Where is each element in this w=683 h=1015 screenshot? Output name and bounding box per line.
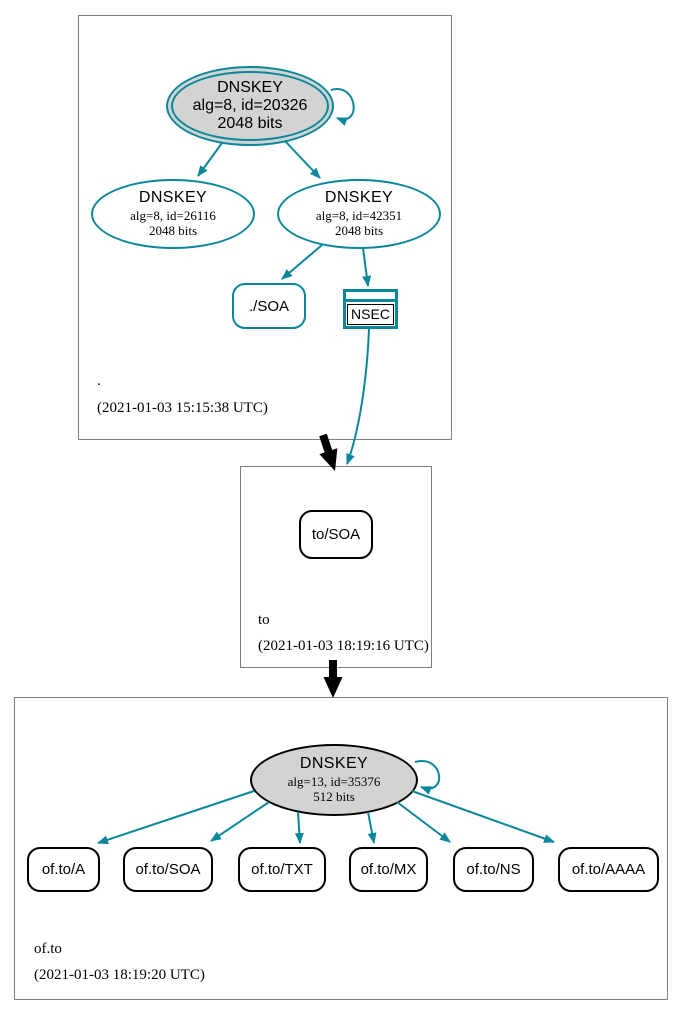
node-ofto-dnskey: DNSKEY alg=13, id=35376 512 bits	[250, 744, 418, 816]
dnskey-bits: 2048 bits	[148, 223, 198, 239]
dnskey-detail: alg=8, id=26116	[130, 207, 216, 223]
node-root-zsk1-dnskey: DNSKEY alg=8, id=26116 2048 bits	[91, 179, 255, 249]
node-root-zsk2-dnskey: DNSKEY alg=8, id=42351 2048 bits	[277, 179, 441, 249]
cluster-root-zone: DNSKEY alg=8, id=20326 2048 bits DNSKEY …	[78, 15, 452, 440]
dnskey-bits: 2048 bits	[334, 223, 384, 239]
cluster-ofto-zone: DNSKEY alg=13, id=35376 512 bits of.to/A…	[14, 697, 668, 1000]
node-label: of.to/MX	[360, 861, 417, 878]
dnskey-detail: alg=13, id=35376	[287, 773, 381, 789]
node-label: NSEC	[347, 303, 394, 325]
cluster-to-zone: to/SOA to (2021-01-03 18:19:16 UTC)	[240, 466, 432, 668]
node-ofto-soa: of.to/SOA	[123, 847, 213, 892]
dnskey-detail: alg=8, id=20326	[192, 97, 308, 114]
node-label: of.to/AAAA	[571, 861, 646, 878]
node-label: of.to/SOA	[135, 861, 201, 878]
dnskey-bits: 2048 bits	[217, 115, 283, 132]
dnskey-detail: alg=8, id=42351	[315, 207, 403, 223]
cluster-name: of.to	[34, 941, 62, 957]
dnskey-title: DNSKEY	[217, 79, 283, 96]
node-root-ksk-dnskey: DNSKEY alg=8, id=20326 2048 bits	[166, 66, 334, 146]
node-label: of.to/NS	[466, 861, 521, 878]
node-ofto-a: of.to/A	[27, 847, 100, 892]
node-ofto-ns: of.to/NS	[453, 847, 534, 892]
node-label: of.to/A	[41, 861, 86, 878]
nsec-header-band	[346, 292, 395, 302]
dnskey-title: DNSKEY	[324, 189, 394, 207]
cluster-name: to	[258, 612, 270, 628]
dnskey-title: DNSKEY	[299, 755, 369, 773]
node-root-nsec: NSEC	[343, 289, 398, 329]
node-label: of.to/TXT	[251, 861, 313, 878]
node-label: to/SOA	[311, 526, 361, 543]
node-root-soa: ./SOA	[232, 283, 306, 329]
cluster-name: .	[97, 373, 101, 389]
dnskey-bits: 512 bits	[313, 789, 355, 805]
node-ofto-aaaa: of.to/AAAA	[558, 847, 659, 892]
cluster-timestamp: (2021-01-03 15:15:38 UTC)	[97, 400, 268, 416]
node-label: ./SOA	[248, 297, 289, 315]
dnskey-title: DNSKEY	[138, 189, 208, 207]
node-to-soa: to/SOA	[299, 510, 373, 559]
node-ofto-mx: of.to/MX	[349, 847, 428, 892]
cluster-timestamp: (2021-01-03 18:19:20 UTC)	[34, 967, 205, 983]
node-ofto-txt: of.to/TXT	[238, 847, 326, 892]
cluster-timestamp: (2021-01-03 18:19:16 UTC)	[258, 638, 429, 654]
node-root-ksk-dnskey-inner: DNSKEY alg=8, id=20326 2048 bits	[171, 71, 329, 141]
